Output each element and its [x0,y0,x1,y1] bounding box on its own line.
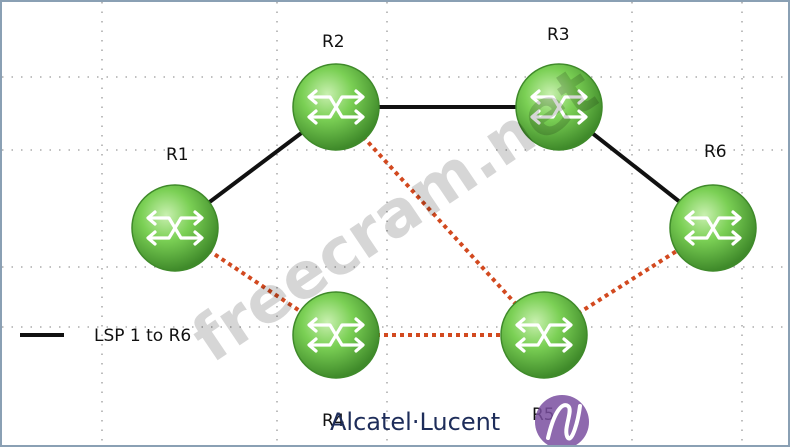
routers-layer [131,63,757,379]
router-r3-icon[interactable] [515,63,603,151]
router-label-r6: R6 [704,142,727,162]
router-label-r3: R3 [547,25,570,45]
router-label-r4: R4 [322,411,345,431]
legend: LSP 1 to R6 [20,326,191,346]
router-label-r1: R1 [166,145,189,165]
router-r6-icon[interactable] [669,184,757,272]
router-r2-icon[interactable] [292,63,380,151]
brand-name: Alcatel·Lucent [330,408,500,436]
link-r2-r5 [334,105,546,337]
brand-logo: Alcatel·Lucent [330,395,589,445]
router-r1-icon[interactable] [131,184,219,272]
logo-swirl [546,403,582,441]
legend-label: LSP 1 to R6 [94,326,191,346]
router-label-r2: R2 [322,32,345,52]
router-r5-icon[interactable] [500,291,588,379]
alcatel-lucent-logo-icon [535,395,589,445]
router-r4-icon[interactable] [292,291,380,379]
